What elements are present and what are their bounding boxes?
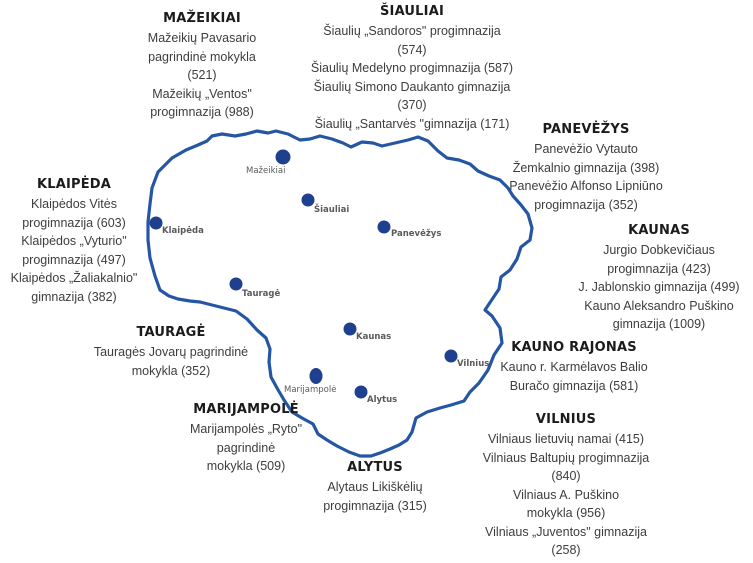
region-alytus: ALYTUS Alytaus Likiškėlių progimnazija (3…	[300, 458, 450, 515]
school-line: Šiaulių Simono Daukanto gimnazija	[313, 79, 511, 94]
school-line: Žemkalnio gimnazija (398)	[512, 160, 660, 175]
school-line: Vilniaus Baltupių progimnazija	[482, 450, 650, 465]
school-line: Vilniaus „Juventos" gimnazija	[485, 524, 647, 539]
school-line: progimnazija (352)	[534, 197, 638, 212]
school-line: Mažeikių „Ventos"	[152, 86, 252, 101]
school-line: Šiaulių „Santarvės "gimnazija (171)	[314, 116, 510, 131]
school-list: Mažeikių Pavasario pagrindinė mokykla (52…	[134, 29, 270, 122]
region-kaunas: KAUNAS Jurgio Dobkevičiaus progimnazija (…	[568, 221, 750, 334]
city-marker-marijampole	[309, 368, 323, 384]
city-label-vilnius: Vilnius	[457, 359, 489, 369]
school-list: Šiaulių „Sandoros" progimnazija (574) Šiau…	[295, 22, 529, 133]
school-line: J. Jablonskio gimnazija (499)	[578, 280, 740, 294]
school-line: (574)	[397, 42, 427, 57]
region-title: MAŽEIKIAI	[163, 11, 241, 26]
city-label-mazeikiai: Mažeikiai	[246, 166, 285, 176]
school-line: mokykla (509)	[206, 459, 286, 473]
region-title: KAUNO RAJONAS	[511, 340, 637, 355]
region-title: PANEVĖŽYS	[542, 122, 630, 137]
region-title: KLAIPĖDA	[36, 177, 112, 192]
city-marker-vilnius	[444, 349, 458, 363]
school-line: Klaipėdos Vitės	[31, 197, 117, 211]
school-line: pagrindinė mokykla (521)	[148, 49, 256, 83]
school-line: Panevėžio Vytauto	[534, 142, 638, 156]
city-label-siauliai: Šiauliai	[314, 203, 349, 215]
city-marker-alytus	[354, 385, 368, 399]
school-line: (840)	[551, 469, 581, 483]
school-line: Tauragės Jovarų pagrindinė	[93, 345, 249, 359]
school-line: progimnazija (315)	[323, 498, 427, 513]
school-line: Šiaulių „Sandoros" progimnazija	[323, 24, 501, 38]
school-line: progimnazija (603)	[22, 215, 126, 230]
region-title: MARIJAMPOLĖ	[193, 402, 299, 417]
school-line: (370)	[397, 98, 427, 112]
region-siauliai: ŠIAULIAI Šiaulių „Sandoros" progimnazija…	[295, 2, 529, 133]
region-title: TAURAGĖ	[136, 325, 206, 340]
school-line: progimnazija (988)	[150, 105, 254, 119]
region-klaipeda: KLAIPĖDA Klaipėdos Vitės progimnazija (60…	[2, 175, 146, 306]
school-line: gimnazija (1009)	[612, 317, 706, 331]
city-marker-taurage	[229, 277, 243, 291]
city-marker-klaipeda	[149, 216, 163, 230]
school-line: Panevėžio Alfonso Lipniūno	[509, 179, 663, 193]
school-list: Marijampolės „Ryto" pagrindinė mokykla (50…	[178, 420, 314, 476]
school-line: mokykla (352)	[131, 363, 211, 378]
school-line: Vilniaus lietuvių namai (415)	[487, 432, 645, 446]
region-vilnius: VILNIUS Vilniaus lietuvių namai (415)Vil…	[466, 410, 666, 560]
school-list: Klaipėdos Vitės progimnazija (603) Klaipėd…	[2, 195, 146, 306]
city-label-taurage: Tauragė	[242, 289, 281, 299]
region-taurage: TAURAGĖ Tauragės Jovarų pagrindinė mokykl…	[82, 323, 260, 380]
school-line: Mažeikių Pavasario	[147, 31, 257, 45]
school-line: Buračo gimnazija (581)	[509, 378, 639, 393]
school-list: Alytaus Likiškėlių progimnazija (315)	[300, 478, 450, 515]
school-line: progimnazija (497)	[22, 252, 126, 267]
region-title: KAUNAS	[628, 223, 690, 238]
city-label-panevezys: Panevėžys	[391, 229, 441, 239]
school-line: pagrindinė	[216, 440, 276, 455]
city-label-alytus: Alytus	[367, 395, 397, 405]
school-list: Jurgio Dobkevičiaus progimnazija (423) J. …	[568, 241, 750, 334]
school-list: Vilniaus lietuvių namai (415) Vilniaus Ba…	[466, 430, 666, 560]
school-line: Kauno Aleksandro Puškino	[584, 298, 734, 313]
school-line: Marijampolės „Ryto"	[189, 422, 303, 436]
country-border	[146, 129, 534, 458]
city-marker-panevezys	[377, 220, 391, 234]
school-line: progimnazija (423)	[607, 261, 711, 276]
school-line: Jurgio Dobkevičiaus	[603, 243, 715, 257]
region-marijampole: MARIJAMPOLĖ Marijampolės „Ryto" pagrindin…	[178, 400, 314, 476]
school-line: Klaipėdos „Vyturio"	[21, 234, 127, 248]
school-line: Alytaus Likiškėlių	[327, 480, 423, 494]
city-marker-mazeikiai	[275, 149, 291, 165]
school-line: gimnazija (382)	[31, 289, 117, 304]
school-line: Kauno r. Karmėlavos Balio	[500, 360, 648, 374]
city-label-klaipeda: Klaipėda	[162, 226, 204, 236]
city-marker-kaunas	[343, 322, 357, 336]
region-title: ALYTUS	[347, 460, 403, 475]
region-title: VILNIUS	[535, 412, 597, 427]
school-list: Tauragės Jovarų pagrindinė mokykla (352)	[82, 343, 260, 380]
school-line: (258)	[551, 543, 581, 557]
region-mazeikiai: MAŽEIKIAI Mažeikių Pavasario pagrindinė m…	[134, 9, 270, 122]
school-line: Klaipėdos „Žaliakalnio"	[10, 271, 138, 285]
region-title: ŠIAULIAI	[379, 4, 445, 19]
school-line: Šiaulių Medelyno progimnazija (587)	[310, 61, 514, 75]
city-marker-siauliai	[301, 193, 315, 207]
school-line: Vilniaus A. Puškino	[512, 487, 620, 502]
city-label-marijampole: Marijampolė	[284, 385, 336, 395]
city-label-kaunas: Kaunas	[356, 332, 391, 342]
school-line: mokykla (956)	[526, 506, 606, 520]
